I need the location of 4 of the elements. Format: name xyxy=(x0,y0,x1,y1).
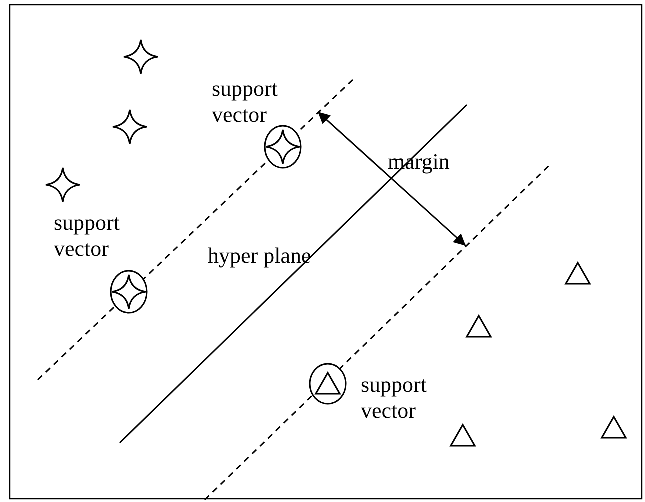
support-vector-label: support vector xyxy=(54,210,121,262)
hyperplane-label: hyper plane xyxy=(208,243,312,269)
support-vector-label: support vector xyxy=(212,76,279,128)
support-vector-label: support vector xyxy=(361,372,428,424)
